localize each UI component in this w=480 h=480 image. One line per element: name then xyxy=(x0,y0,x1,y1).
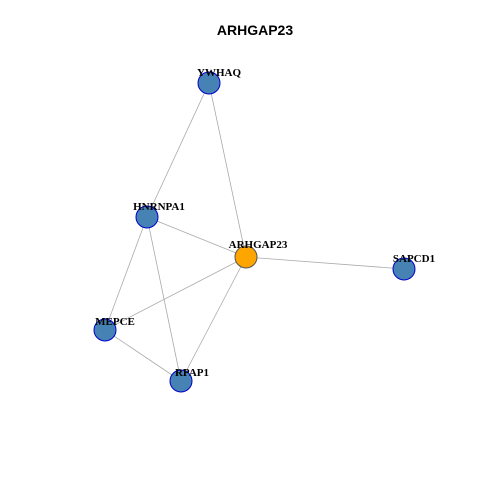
edge-ywhaq-hnrnpa1 xyxy=(146,82,210,218)
node-label-mepce: MEPCE xyxy=(95,316,135,328)
node-label-rpap1: RPAP1 xyxy=(175,367,209,379)
edge-arhgap23-sapcd1 xyxy=(245,256,405,270)
node-mepce[interactable]: MEPCE xyxy=(93,316,135,342)
node-circle-mepce[interactable] xyxy=(93,318,117,342)
node-circle-ywhaq[interactable] xyxy=(197,71,221,95)
node-label-sapcd1: SAPCD1 xyxy=(393,253,435,265)
edge-hnrnpa1-arhgap23 xyxy=(146,216,247,258)
edges-layer xyxy=(104,82,405,382)
edge-hnrnpa1-mepce xyxy=(104,216,148,331)
node-arhgap23[interactable]: ARHGAP23 xyxy=(229,239,288,269)
node-label-arhgap23: ARHGAP23 xyxy=(229,239,288,251)
edge-hnrnpa1-rpap1 xyxy=(146,216,182,382)
node-circle-rpap1[interactable] xyxy=(169,369,193,393)
edge-ywhaq-arhgap23 xyxy=(208,82,247,258)
edge-arhgap23-rpap1 xyxy=(180,256,247,382)
node-ywhaq[interactable]: YWHAQ xyxy=(197,67,241,95)
node-label-hnrnpa1: HNRNPA1 xyxy=(133,201,185,213)
node-circle-sapcd1[interactable] xyxy=(392,257,416,281)
node-circle-hnrnpa1[interactable] xyxy=(135,205,159,229)
node-rpap1[interactable]: RPAP1 xyxy=(169,367,209,393)
diagram-title: ARHGAP23 xyxy=(217,22,293,38)
edge-arhgap23-mepce xyxy=(104,256,247,331)
node-circle-arhgap23[interactable] xyxy=(234,245,258,269)
node-sapcd1[interactable]: SAPCD1 xyxy=(392,253,435,281)
node-hnrnpa1[interactable]: HNRNPA1 xyxy=(133,201,185,229)
node-label-ywhaq: YWHAQ xyxy=(197,67,241,79)
edge-mepce-rpap1 xyxy=(104,329,182,382)
